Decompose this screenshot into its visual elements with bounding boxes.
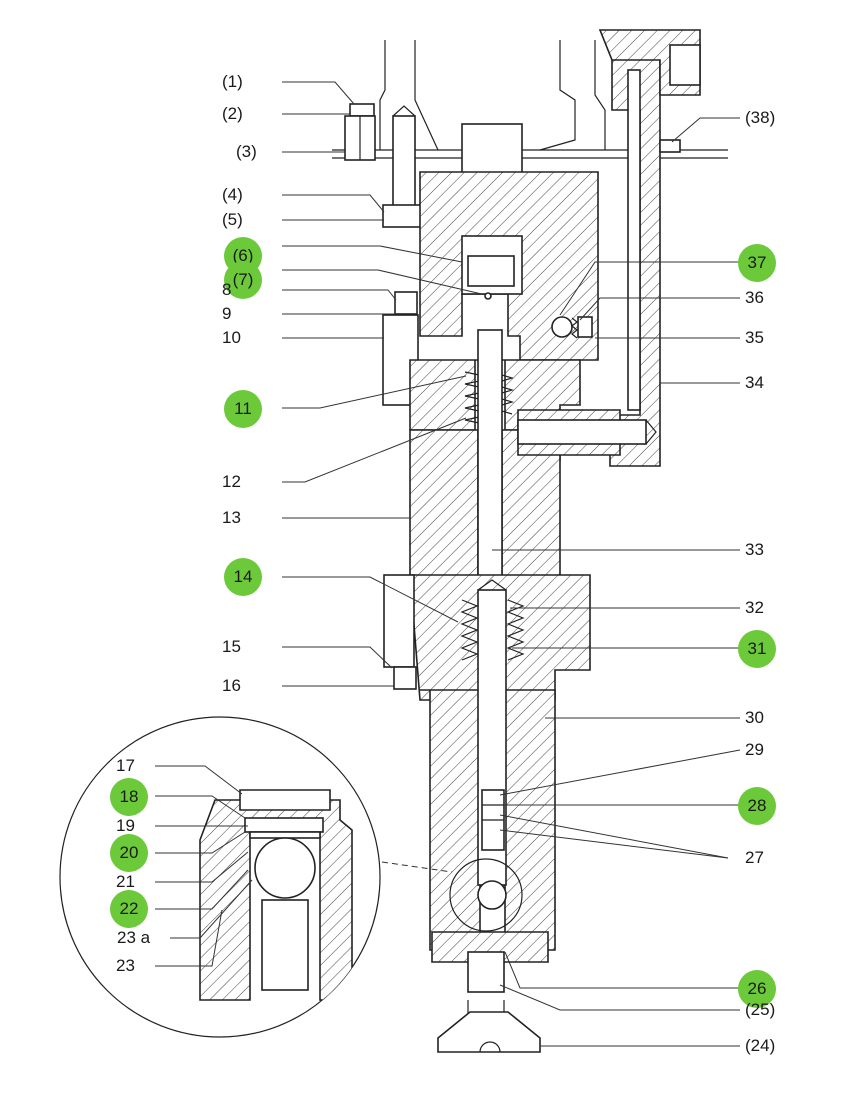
callout-label-l2: (2)	[222, 104, 243, 123]
callout-badge-r28: 28	[738, 787, 776, 825]
push-rod	[477, 329, 503, 591]
callout-badge-l22: 22	[110, 890, 148, 928]
callout-label-r36: 36	[745, 288, 764, 307]
callout-label-r29: 29	[745, 740, 764, 759]
callout-label-l23a: 23 a	[117, 928, 151, 947]
callout-label-l8: 8	[222, 280, 232, 299]
callout-label-r32: 32	[745, 598, 764, 617]
detail-view-circle	[59, 716, 381, 1038]
callout-label-r25: (25)	[745, 1000, 776, 1019]
callout-label-r38: (38)	[745, 108, 776, 127]
lower-body-right	[504, 689, 556, 951]
callout-label-r33: 33	[745, 540, 764, 559]
top-bolt	[344, 103, 376, 161]
lower-body-left	[420, 689, 481, 951]
callout-label-r30: 30	[745, 708, 764, 727]
callout-badge-l11: 11	[224, 390, 262, 428]
callout-label-r24: (24)	[745, 1036, 776, 1055]
callout-badge-r37: 37	[738, 244, 776, 282]
detail-view-content	[199, 789, 353, 1001]
callout-badge-l14: 14	[224, 558, 262, 596]
callout-badge-l18: 18	[110, 778, 148, 816]
callout-label-r35: 35	[745, 328, 764, 347]
callout-label-l1: (1)	[222, 72, 243, 91]
callout-badge-l20: 20	[110, 834, 148, 872]
callout-badge-l7: (7)	[224, 261, 262, 299]
callout-badge-r31: 31	[738, 630, 776, 668]
callout-label-l3: (3)	[236, 142, 257, 161]
tool-head	[437, 1011, 541, 1053]
check-ball	[551, 316, 573, 338]
callout-label-l13: 13	[222, 508, 241, 527]
callout-label-l9: 9	[222, 304, 232, 323]
bottom-nut	[431, 931, 549, 963]
left-leader-lines	[155, 81, 487, 967]
callout-label-l21: 21	[116, 872, 135, 891]
callout-label-l19: 19	[116, 816, 135, 835]
callout-label-l23: 23	[116, 956, 135, 975]
callout-label-l10: 10	[222, 328, 241, 347]
stud-bolt-upper	[382, 105, 424, 228]
callout-label-l12: 12	[222, 472, 241, 491]
callout-label-l17: 17	[116, 756, 135, 775]
callout-label-l16: 16	[222, 676, 241, 695]
callout-badge-r26: 26	[738, 970, 776, 1008]
callout-label-r34: 34	[745, 373, 764, 392]
right-leader-lines	[492, 117, 741, 1047]
callout-label-l5: (5)	[222, 210, 243, 229]
callout-label-r27: 27	[745, 848, 764, 867]
lower-spring	[460, 599, 479, 661]
callout-label-l15: 15	[222, 637, 241, 656]
callout-label-l4: (4)	[222, 185, 243, 204]
detail-ball	[254, 837, 316, 899]
